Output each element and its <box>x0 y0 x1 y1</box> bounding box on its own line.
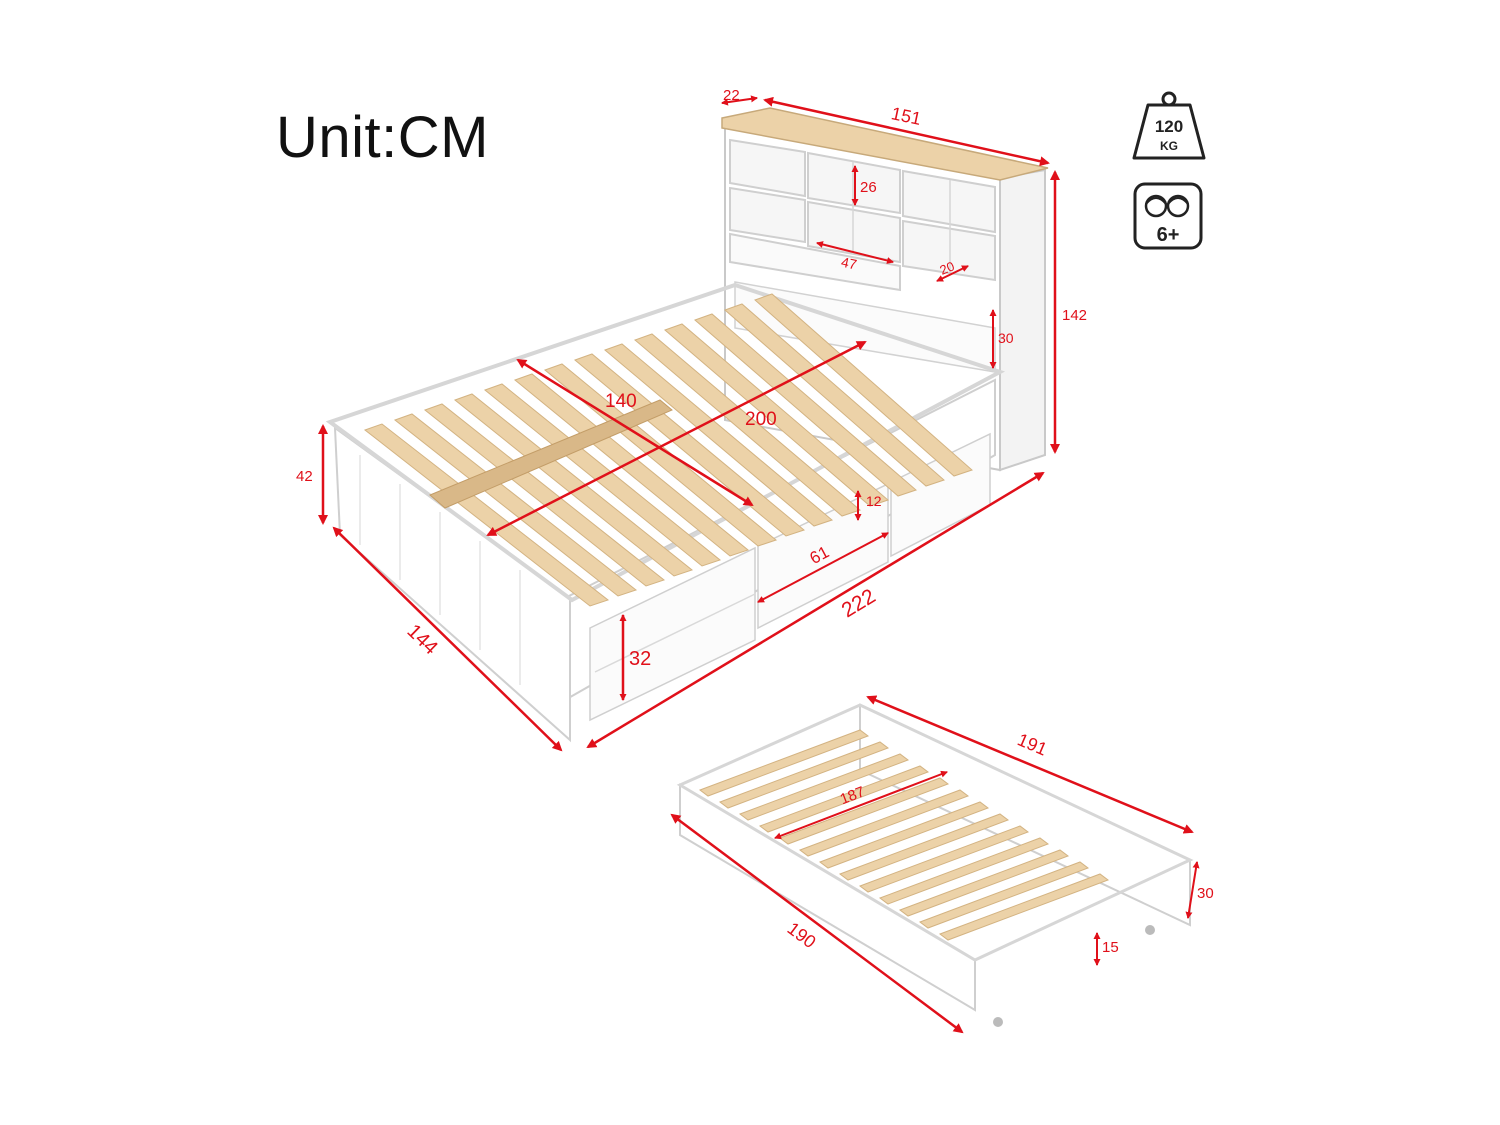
weight-icon: 120 KG <box>1132 91 1206 160</box>
weight-value: 120 <box>1155 117 1183 136</box>
dim-overall-length: 222 <box>838 585 880 623</box>
dim-line-headboard-width <box>763 96 1050 167</box>
age-value: 6+ <box>1157 224 1180 246</box>
dim-line-trundle-height <box>1185 861 1200 919</box>
dim-bed-length: 200 <box>745 409 777 430</box>
trundle <box>676 703 1194 1027</box>
dim-line-cubby-depth <box>936 265 969 282</box>
dim-line-cubby-width <box>816 241 894 264</box>
kids-age-icon: 6+ <box>1133 182 1203 250</box>
dim-cubby-height: 26 <box>860 179 877 196</box>
weight-unit: KG <box>1160 139 1178 153</box>
child-face-icon <box>1166 194 1190 218</box>
dim-line-trundle-width <box>670 813 964 1034</box>
footboard <box>333 425 571 743</box>
dim-trundle-length: 191 <box>1015 729 1050 759</box>
dim-trundle-clearance: 15 <box>1102 939 1119 956</box>
dim-shelf-depth: 22 <box>723 87 740 104</box>
dim-line-shelf-depth <box>721 95 758 106</box>
dim-line-trundle-length <box>866 695 1194 834</box>
dim-headboard-gap: 30 <box>998 330 1014 346</box>
dim-trundle-width: 190 <box>784 918 820 952</box>
dim-cubby-width: 47 <box>840 254 859 273</box>
unit-label: Unit:CM <box>276 105 489 170</box>
dim-headboard-height: 142 <box>1062 307 1087 324</box>
dim-headboard-width: 151 <box>889 103 923 129</box>
dim-drawer-front-height: 12 <box>866 493 882 509</box>
dim-bed-height: 42 <box>296 468 313 485</box>
dim-drawer-height: 32 <box>629 648 651 670</box>
dim-line-overall-width <box>332 526 563 752</box>
dim-line-bed-length <box>486 340 867 537</box>
dim-cubby-depth: 20 <box>938 258 957 277</box>
dim-bed-width: 140 <box>605 391 637 412</box>
dim-line-overall-length <box>586 471 1045 749</box>
dim-trundle-height: 30 <box>1197 885 1214 902</box>
dimension-lines <box>318 95 1200 1034</box>
child-face-icon <box>1144 194 1168 218</box>
